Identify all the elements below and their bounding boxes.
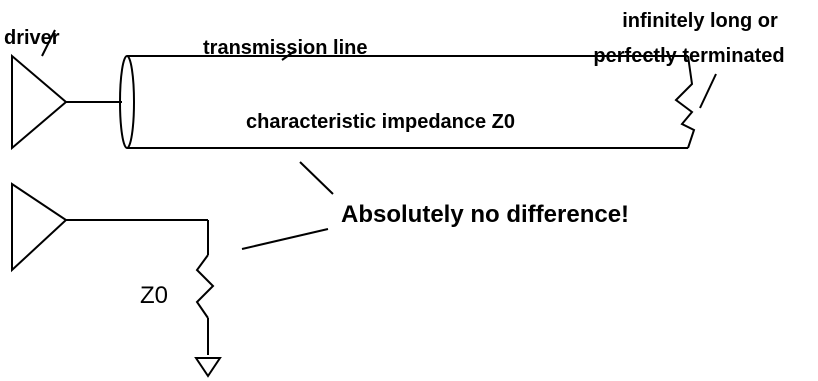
- transmission-line-break-icon: [674, 55, 696, 149]
- characteristic-impedance-label: characteristic impedance Z0: [246, 111, 515, 133]
- termination-leader: [699, 73, 717, 109]
- driver-label-leader: [41, 29, 56, 57]
- resistor-label: Z0: [140, 282, 168, 309]
- transmission-line-label: transmission line: [203, 37, 368, 59]
- top-circuit: [11, 29, 717, 151]
- no-difference-label: Absolutely no difference!: [341, 201, 629, 228]
- driver-label: driver: [4, 27, 60, 49]
- resistor-zigzag-icon: [195, 254, 215, 319]
- transmission-line-leader: [281, 49, 297, 61]
- transmission-line-end-cap: [119, 55, 135, 149]
- driver-top-triangle-icon: [11, 53, 68, 151]
- driver-bottom-triangle-icon: [11, 182, 68, 273]
- bottom-circuit: [11, 182, 222, 378]
- termination-label-line1: infinitely long or: [622, 10, 778, 32]
- comparison-leader-top: [299, 161, 334, 195]
- comparison-leader-bottom: [241, 228, 329, 250]
- termination-label-line2: perfectly terminated: [593, 45, 784, 67]
- ground-icon: [194, 357, 222, 378]
